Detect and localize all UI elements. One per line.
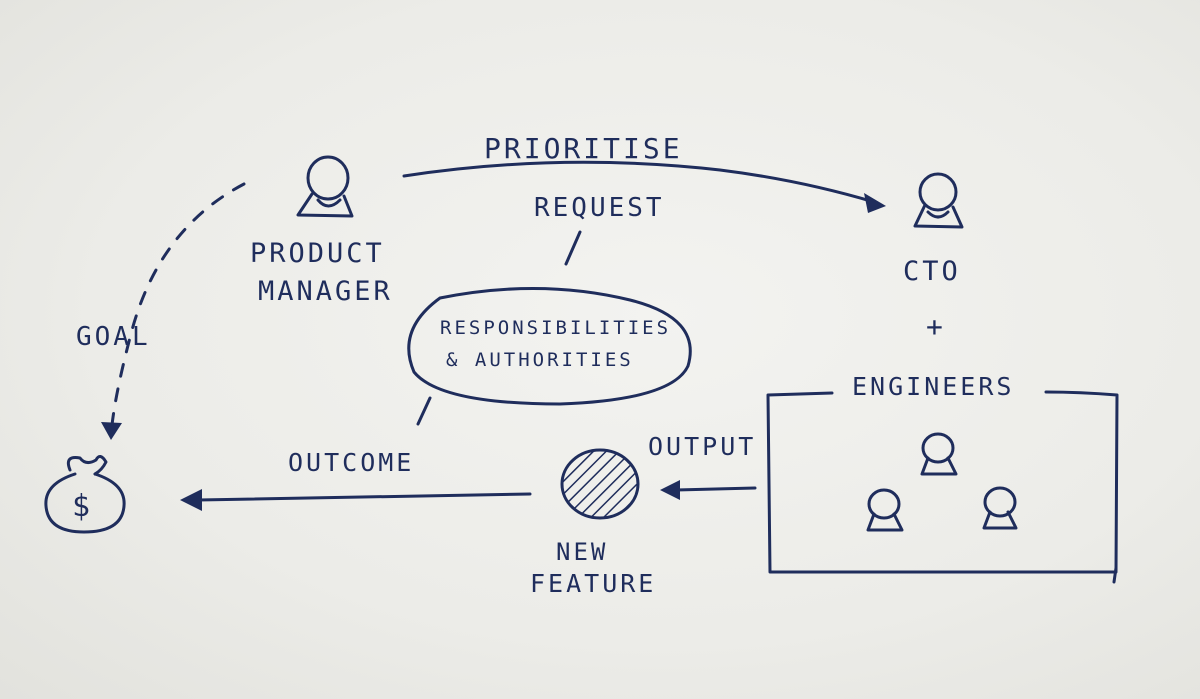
product-manager-label-1: PRODUCT (250, 238, 385, 269)
goal-label: GOAL (76, 322, 151, 352)
new-feature-label-2: FEATURE (530, 569, 656, 598)
responsibilities-label-2: & AUTHORITIES (446, 349, 634, 371)
engineers-label: ENGINEERS (852, 372, 1014, 401)
engineer-icon (866, 488, 904, 532)
responsibilities-label-1: RESPONSIBILITIES (440, 317, 671, 339)
dollar-symbol: $ (72, 489, 93, 524)
new-feature-icon (560, 448, 640, 520)
request-label: REQUEST (534, 193, 665, 223)
prioritise-arrow (402, 160, 886, 213)
responsibilities-bubble (407, 230, 692, 426)
money-bag-icon (44, 455, 126, 534)
prioritise-label: PRIORITISE (484, 132, 683, 165)
cto-label: CTO (903, 256, 961, 287)
engineer-icon (982, 486, 1018, 530)
plus-label: + (926, 310, 946, 343)
outcome-label: OUTCOME (288, 448, 414, 477)
product-manager-label-2: MANAGER (258, 276, 393, 307)
engineers-box (766, 390, 1119, 584)
engineer-icon (920, 432, 958, 476)
output-arrow (660, 480, 757, 500)
goal-arrow (101, 182, 246, 440)
outcome-arrow (180, 489, 532, 511)
new-feature-label-1: NEW (556, 538, 608, 566)
product-manager-icon (296, 155, 354, 218)
cto-icon (913, 172, 964, 229)
output-label: OUTPUT (648, 432, 756, 461)
